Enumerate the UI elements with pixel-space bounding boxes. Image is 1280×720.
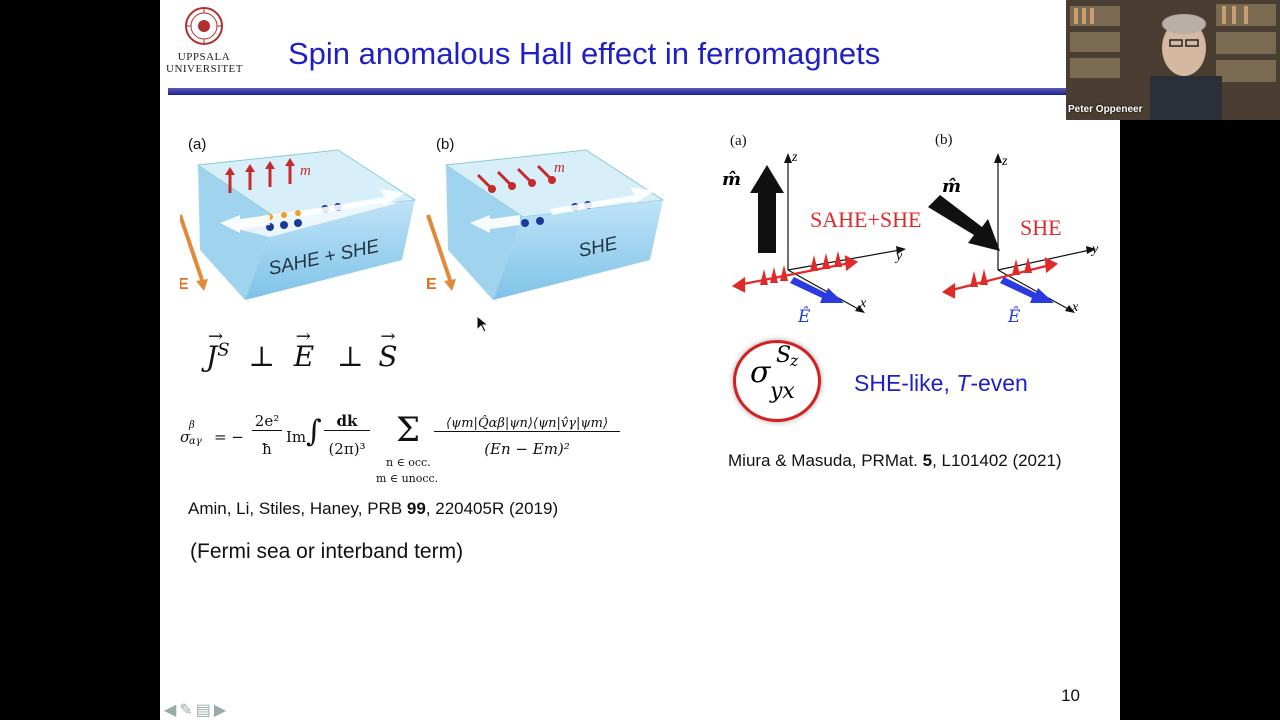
e-hat-b: Ê [1007, 306, 1021, 327]
pen-tool-icon[interactable]: ✎ [179, 702, 193, 719]
m-hat-a: m̂ [722, 169, 741, 190]
e-field-label-a: E [180, 276, 189, 293]
mouse-cursor-icon [477, 316, 489, 333]
box-she [426, 149, 665, 300]
speaker-name: Peter Oppeneer [1068, 104, 1143, 115]
box-sahe-she [180, 149, 417, 300]
matrix-element-numerator: ⟨ψm|Q̂αβ|ψn⟩⟨ψn|v̂γ|ψm⟩ [434, 416, 620, 432]
formula-equals: = − [214, 428, 244, 446]
next-slide-icon[interactable]: ▶ [213, 702, 227, 719]
logo-line-1: UPPSALA [177, 51, 231, 63]
university-seal-icon [185, 7, 223, 45]
slide-title: Spin anomalous Hall effect in ferromagne… [288, 36, 881, 71]
presentation-slide: UPPSALA UNIVERSITET Spin anomalous Hall … [160, 0, 1120, 720]
axis-z-b: z [1001, 154, 1008, 169]
e-hat-a: Ê [797, 306, 811, 327]
sum-sign: Σ [396, 410, 421, 450]
axis-x-a: x [859, 296, 867, 311]
sigma-symbol: σ yx S z [750, 343, 799, 404]
e-vector: → E [293, 326, 315, 374]
m-arrow-tilted-icon [928, 195, 1000, 251]
webcam-feed: Peter Oppeneer [1066, 0, 1280, 120]
e-arrow-b-icon [1000, 277, 1054, 303]
she-like-label: SHE-like, T-even [854, 370, 1028, 396]
integral-sign: ∫ [306, 414, 322, 449]
sum-index-unocc: m ∈ unocc. [376, 472, 439, 485]
page-number: 10 [1061, 686, 1080, 705]
axis-y-b: y [1090, 242, 1099, 257]
e-field-label-b: E [426, 276, 437, 293]
slide-menu-icon[interactable]: ▤ [195, 702, 211, 719]
axis-x-b: x [1071, 300, 1079, 315]
m-hat-b: m̂ [942, 176, 961, 197]
axis-z-a: z [791, 150, 798, 165]
m-label-b: m [554, 160, 565, 176]
right-figure-label-b: (b) [935, 132, 953, 148]
prefactor-numerator: 2e² [252, 412, 282, 431]
figure-label-a: (a) [188, 136, 207, 153]
title-underline [168, 88, 1068, 95]
axis-y-a: y [894, 249, 903, 264]
figure-label-b: (b) [436, 136, 455, 153]
integral-numerator: dk [324, 412, 370, 431]
energy-denominator: (En − Em)² [484, 440, 570, 458]
imaginary-part: Im [286, 428, 307, 446]
citation-amin: Amin, Li, Stiles, Haney, PRB 99, 220405R… [188, 499, 559, 518]
j-vector: → JS [206, 326, 230, 374]
speaker-video-frame [1066, 0, 1280, 120]
m-label-a: m [300, 163, 311, 179]
uppsala-logo: UPPSALA UNIVERSITET [166, 6, 243, 75]
e-arrow-a-icon [790, 277, 844, 303]
fermi-sea-note: (Fermi sea or interband term) [190, 540, 464, 563]
m-arrow-up-icon [750, 165, 784, 253]
citation-miura: Miura & Masuda, PRMat. 5, L101402 (2021) [728, 451, 1062, 470]
label-she: SHE [1020, 215, 1062, 240]
magnetization-diagram: z y x z y x m̂ m̂ SAHE+SHE SHE Ê Ê [722, 150, 1099, 327]
logo-line-2: UNIVERSITET [166, 63, 243, 75]
s-vector: → S [378, 326, 398, 374]
sum-index-occ: n ∈ occ. [386, 456, 431, 469]
perp-symbol-2: ⊥ [337, 340, 364, 374]
perp-symbol-1: ⊥ [248, 340, 275, 374]
previous-slide-icon[interactable]: ◀ [164, 702, 177, 719]
right-figure-label-a: (a) [730, 133, 747, 149]
orthogonality-relation: → JS ⊥ → E ⊥ → S [206, 326, 398, 374]
prefactor-denominator: ħ [262, 440, 272, 458]
label-sahe-she: SAHE+SHE [810, 207, 921, 232]
slideshow-controls: ◀ ✎ ▤ ▶ [164, 700, 226, 720]
integral-denominator: (2π)³ [328, 440, 366, 458]
spin-current-figure: E m SAHE + SHE E m [180, 149, 665, 300]
spin-hall-conductivity-badge: σ yx S z [733, 340, 821, 422]
